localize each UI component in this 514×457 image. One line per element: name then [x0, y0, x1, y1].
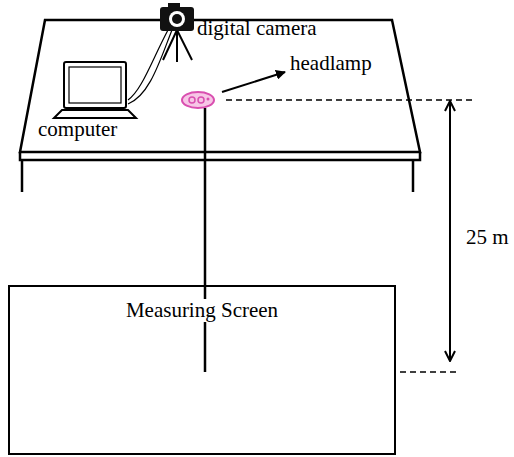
box-title: Measuring Screen: [124, 299, 280, 322]
dimension-extension: [226, 99, 472, 101]
beam-line: [204, 108, 207, 372]
cable: [128, 30, 172, 104]
headlamp-label: headlamp: [290, 52, 372, 75]
laptop-icon: [54, 62, 136, 118]
headlamp-icon: [182, 92, 214, 108]
dimension-extension: [400, 371, 458, 373]
tripod: [163, 30, 192, 62]
dimension-label: 25 m: [466, 226, 509, 249]
measuring-screen: Measuring Screen: [8, 285, 396, 455]
camera-icon: [160, 3, 194, 31]
cable: [128, 30, 168, 100]
dimension-arrow: [449, 101, 451, 361]
leader-arrow: [222, 72, 285, 92]
computer-label: computer: [38, 118, 117, 141]
camera-label: digital camera: [197, 17, 317, 40]
table: [20, 20, 420, 192]
